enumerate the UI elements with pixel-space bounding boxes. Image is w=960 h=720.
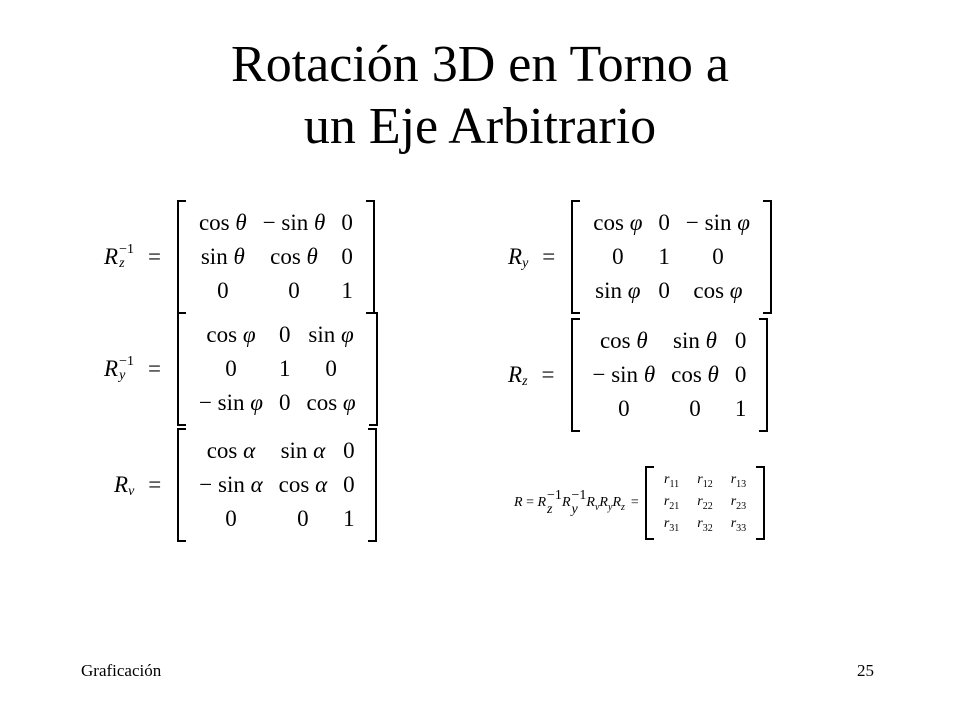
rv-matrix: cos α sin α 0 − sin α cos α 0 0 0 1 (177, 428, 378, 542)
matrix-cell: 0 (225, 356, 237, 381)
matrix-cell: r22 (697, 494, 713, 512)
matrix-row: sin θ cos θ 0 (191, 240, 361, 274)
matrix-row: − sin α cos α 0 (191, 468, 362, 502)
matrix-cell: 0 (279, 390, 291, 415)
matrix-cell: r12 (697, 472, 713, 490)
matrix-row: sin φ 0 cos φ (585, 274, 758, 308)
matrix-cell: − sin φ (685, 210, 750, 235)
matrix-row: 0 0 1 (191, 274, 361, 308)
matrix-cell: 0 (343, 472, 355, 497)
matrix-cell: 0 (325, 356, 337, 381)
matrix-cell: 0 (658, 278, 670, 303)
matrix-row: 0 1 0 (191, 352, 364, 386)
matrix-cell: cos θ (671, 362, 719, 387)
page-number: 25 (857, 661, 874, 680)
ry-matrix: cos φ 0 − sin φ 0 1 0 sin φ 0 cos φ (571, 200, 772, 314)
title-line-2: un Eje Arbitrario (303, 98, 657, 155)
matrix-row: − sin θ cos θ 0 (585, 358, 755, 392)
matrix-cell: 1 (341, 278, 353, 303)
matrix-cell: r21 (663, 494, 680, 512)
rz-inverse-matrix: cos θ − sin θ 0 sin θ cos θ 0 0 0 1 (176, 200, 375, 314)
matrix-cell: − sin θ (262, 210, 326, 235)
matrix-row: cos α sin α 0 (191, 434, 362, 468)
matrix-cell: cos φ (693, 278, 743, 303)
footer-course-name: Graficación (81, 661, 162, 680)
matrix-row: r21 r22 r23 (655, 492, 755, 514)
matrix-cell: 0 (217, 278, 229, 303)
matrix-cell: cos φ (306, 390, 356, 415)
matrix-cell: 1 (343, 506, 355, 531)
matrix-cell: 0 (288, 278, 300, 303)
matrix-cell: 0 (658, 210, 670, 235)
matrix-cell: cos θ (599, 328, 648, 353)
matrix-row: r11 r12 r13 (655, 470, 755, 492)
matrix-cell: r33 (730, 516, 747, 534)
matrix-row: cos φ 0 − sin φ (585, 206, 758, 240)
matrix-cell: r13 (730, 472, 747, 490)
r-composite-matrix: r11 r12 r13 r21 r22 r23 r31 r32 r33 (644, 466, 766, 540)
matrix-cell: 0 (297, 506, 309, 531)
matrix-row: 0 1 0 (585, 240, 758, 274)
matrix-row: cos φ 0 sin φ (191, 318, 364, 352)
matrix-cell: cos φ (206, 322, 256, 347)
matrix-cell: cos θ (270, 244, 318, 269)
matrix-row: cos θ − sin θ 0 (191, 206, 361, 240)
matrix-cell: sin α (280, 438, 326, 463)
slide-title: Rotación 3D en Torno a un Eje Arbitrario (0, 34, 960, 158)
matrix-cell: 1 (279, 356, 291, 381)
matrix-row: 0 0 1 (585, 392, 755, 426)
matrix-cell: 0 (712, 244, 724, 269)
matrix-cell: 0 (734, 328, 747, 353)
matrix-cell: − sin α (199, 472, 263, 497)
matrix-cell: r23 (730, 494, 747, 512)
matrix-cell: 0 (225, 506, 237, 531)
matrix-row: cos θ sin θ 0 (585, 324, 755, 358)
matrix-cell: cos α (206, 438, 256, 463)
matrix-cell: 0 (689, 396, 701, 421)
matrix-row: 0 0 1 (191, 502, 362, 536)
matrix-cell: cos α (278, 472, 328, 497)
ry-inverse-matrix: cos φ 0 sin φ 0 1 0 − sin φ 0 cos φ (176, 312, 378, 426)
matrix-cell: 0 (343, 438, 355, 463)
matrix-cell: r11 (663, 472, 680, 490)
matrix-cell: r32 (697, 516, 713, 534)
matrix-cell: 0 (612, 244, 624, 269)
matrix-cell: sin θ (200, 244, 245, 269)
matrix-cell: 0 (734, 362, 747, 387)
matrix-cell: 0 (341, 244, 353, 269)
matrix-row: − sin φ 0 cos φ (191, 386, 364, 420)
matrix-cell: r31 (663, 516, 680, 534)
rz-matrix: cos θ sin θ 0 − sin θ cos θ 0 0 0 1 (570, 318, 769, 432)
matrix-cell: sin φ (595, 278, 641, 303)
matrix-cell: sin φ (308, 322, 354, 347)
matrix-cell: − sin θ (592, 362, 656, 387)
matrix-cell: cos θ (198, 210, 247, 235)
matrix-cell: sin θ (673, 328, 717, 353)
title-line-1: Rotación 3D en Torno a (231, 36, 729, 93)
matrix-cell: 0 (279, 322, 291, 347)
matrix-cell: cos φ (593, 210, 643, 235)
matrix-row: r31 r32 r33 (655, 514, 755, 536)
matrix-cell: 0 (341, 210, 353, 235)
matrix-cell: − sin φ (198, 390, 263, 415)
matrix-cell: 0 (618, 396, 630, 421)
matrix-cell: 1 (658, 244, 670, 269)
matrix-cell: 1 (734, 396, 747, 421)
